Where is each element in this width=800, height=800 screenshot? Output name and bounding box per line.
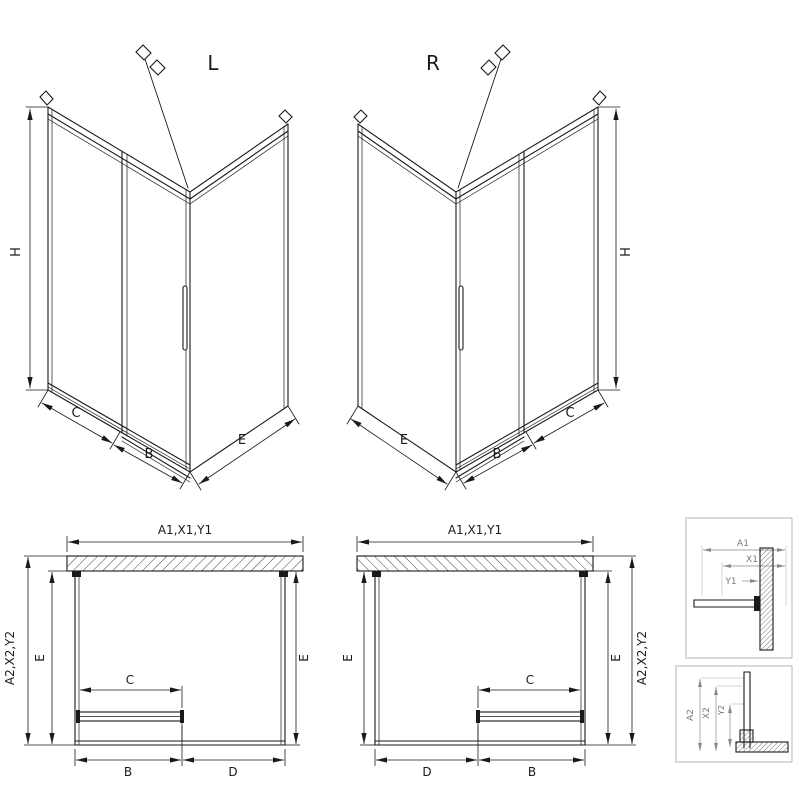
plan-left-labels: A1,X1,Y1 A2,X2,Y2 E E C B D — [3, 523, 311, 779]
view-label-left: L — [207, 51, 219, 75]
detail-bottom-border — [675, 665, 793, 763]
plan-left-d-label: D — [228, 765, 237, 779]
dim-label-h-right: H — [619, 247, 634, 257]
dim-label-b-right: B — [493, 447, 502, 462]
dim-label-c-right: C — [565, 406, 574, 421]
plan-right-top-label: A1,X1,Y1 — [448, 523, 502, 537]
iso-view-right-labels: R H E B C — [400, 51, 634, 462]
plan-right-e-left-label: E — [341, 654, 355, 662]
dim-label-b-left: B — [145, 447, 154, 462]
iso-view-left-labels: L H C B E — [9, 51, 246, 462]
plan-right-b-label: B — [528, 765, 536, 779]
sliding-door-plan — [76, 710, 184, 742]
plan-left-side-label: A2,X2,Y2 — [3, 631, 17, 685]
header-rails — [47, 113, 289, 205]
detail-view-bottom: A2 X2 Y2 — [675, 665, 793, 763]
detail-a2-label: A2 — [686, 709, 696, 721]
iso-line-art-right — [347, 45, 620, 490]
plan-right-labels: A1,X1,Y1 A2,X2,Y2 E E C D B — [341, 523, 649, 779]
plan-dimension-lines — [24, 555, 300, 766]
plan-top-dimension — [66, 536, 304, 552]
dim-label-h-left: H — [9, 247, 24, 257]
detail-x2-label: X2 — [702, 707, 712, 719]
detail-top-profile-art — [693, 547, 774, 651]
dim-label-e-right: E — [400, 433, 408, 448]
sliding-door — [121, 150, 191, 483]
plan-right-c-label: C — [526, 673, 534, 687]
iso-line-art-left — [25, 44, 300, 491]
plan-right-side-label: A2,X2,Y2 — [635, 631, 649, 685]
plan-left-b-label: B — [124, 765, 132, 779]
bottom-rail — [47, 382, 191, 470]
plan-line-art-right — [357, 536, 636, 766]
enclosure-frame — [47, 106, 289, 473]
door-handle — [182, 285, 188, 351]
detail-view-top: A1 X1 Y1 — [685, 517, 793, 659]
iso-dimension-lines — [25, 106, 300, 491]
plan-line-art-left — [24, 536, 304, 766]
plan-right-e-right-label: E — [609, 654, 623, 662]
detail-y2-label: Y2 — [717, 705, 726, 716]
dim-label-e-left: E — [238, 433, 246, 448]
view-label-right: R — [426, 51, 440, 75]
detail-a1-label: A1 — [737, 539, 749, 549]
detail-top-border — [685, 517, 793, 659]
plan-left-e-left-label: E — [33, 654, 47, 662]
detail-y1-label: Y1 — [724, 577, 736, 587]
detail-x1-label: X1 — [746, 555, 758, 565]
detail-bottom-dimensions — [698, 677, 744, 751]
plan-left-e-right-label: E — [297, 654, 311, 662]
detail-bottom-profile-art — [735, 671, 789, 753]
plan-left-c-label: C — [126, 673, 134, 687]
plan-left-top-label: A1,X1,Y1 — [158, 523, 212, 537]
dim-label-c-left: C — [71, 406, 80, 421]
wall-brackets — [39, 44, 293, 189]
plan-right-d-label: D — [422, 765, 431, 779]
wall-profile-bar — [66, 555, 304, 572]
